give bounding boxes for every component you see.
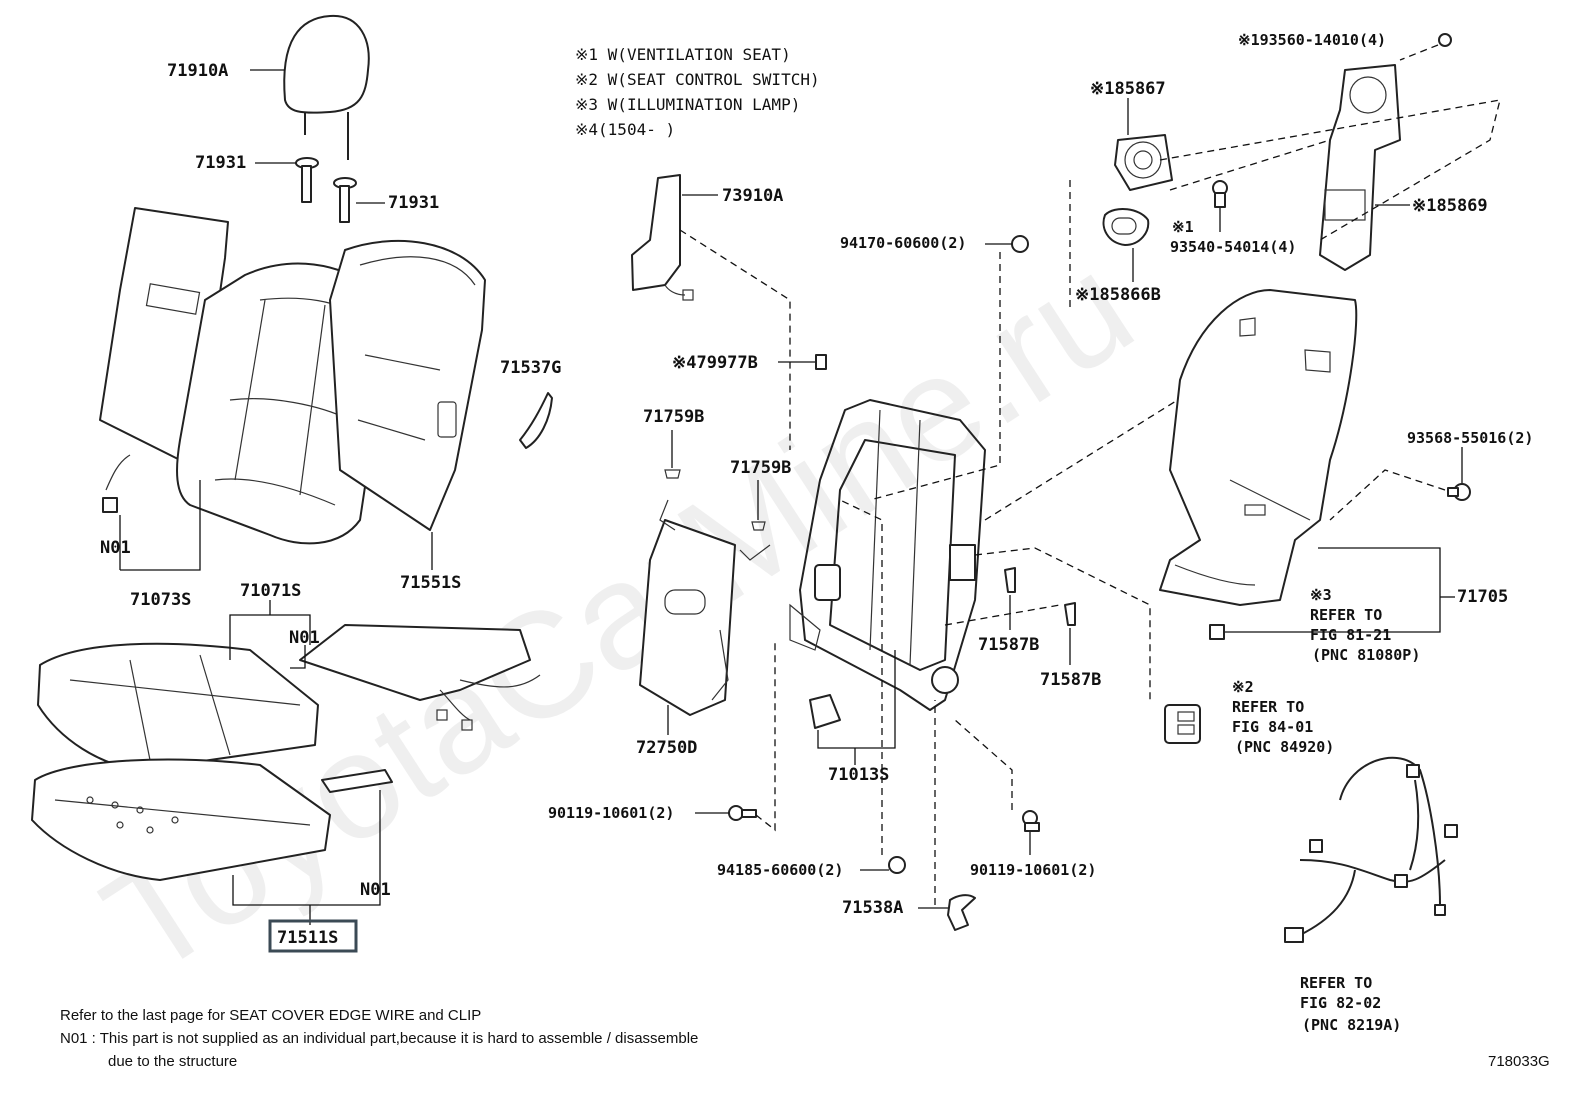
gasket-185866B: [1102, 208, 1150, 246]
ref2-line3: (PNC 84920): [1235, 738, 1334, 756]
label-71537G: 71537G: [500, 358, 561, 378]
ref3-line2: FIG 81-21: [1310, 626, 1391, 644]
lumbar-support-72750D: [639, 499, 771, 716]
seatback-board-71705: [1159, 289, 1358, 606]
label-71538A: 71538A: [842, 898, 903, 918]
label-N01-a: N01: [100, 538, 131, 558]
label-71511S[interactable]: 71511S: [277, 928, 338, 948]
footer-line-1: Refer to the last page for SEAT COVER ED…: [60, 1007, 481, 1024]
label-71910A: 71910A: [167, 61, 228, 81]
clip-71537G: [519, 392, 553, 449]
headrest: [283, 14, 370, 160]
label-90119-10601-a: 90119-10601(2): [548, 804, 674, 822]
ref2-mark: ※2: [1232, 678, 1254, 696]
headrest-support-1: [295, 157, 319, 203]
label-90119-10601-b: 90119-10601(2): [970, 861, 1096, 879]
label-71759B-a: 71759B: [643, 407, 704, 427]
label-71931-a: 71931: [195, 153, 246, 173]
label-185867: ※185867: [1090, 79, 1166, 99]
ref-line3: (PNC 8219A): [1302, 1016, 1401, 1034]
label-185866B: ※185866B: [1075, 285, 1161, 305]
lamp-71705: [1209, 624, 1225, 640]
screw-93540: [1212, 180, 1228, 208]
label-71587B-b: 71587B: [1040, 670, 1101, 690]
headrest-support-2: [333, 177, 357, 223]
label-185869: ※185869: [1412, 196, 1488, 216]
clip-71538A: [947, 894, 976, 931]
note-2: ※2 W(SEAT CONTROL SWITCH): [575, 70, 820, 89]
ref-line1: REFER TO: [1300, 974, 1372, 992]
seat-cushion-pad-71511S: [31, 758, 331, 881]
label-93540-54014: 93540-54014(4): [1170, 238, 1296, 256]
label-94170-60600: 94170-60600(2): [840, 234, 966, 252]
ref2-line1: REFER TO: [1232, 698, 1304, 716]
seatback-cover-71551S: [329, 239, 486, 531]
ref3-line3: (PNC 81080P): [1312, 646, 1420, 664]
seat-control-switch: [1164, 704, 1201, 744]
label-71931-b: 71931: [388, 193, 439, 213]
clip-71587B-a: [1004, 567, 1016, 593]
label-73910A: 73910A: [722, 186, 783, 206]
label-71587B-a: 71587B: [978, 635, 1039, 655]
nut-94185: [888, 856, 906, 874]
label-N01-c: N01: [360, 880, 391, 900]
note-3: ※3 W(ILLUMINATION LAMP): [575, 95, 800, 114]
clip-479977B: [815, 354, 827, 370]
label-71013S: 71013S: [828, 765, 889, 785]
nut-94170: [1011, 235, 1029, 253]
bracket-73910A: [631, 174, 694, 301]
clip-71759B-b: [751, 521, 766, 531]
label-94185-60600: 94185-60600(2): [717, 861, 843, 879]
ref3-mark: ※3: [1310, 586, 1332, 604]
label-71551S: 71551S: [400, 573, 461, 593]
cushion-bracket: [321, 769, 393, 793]
label-71759B-b: 71759B: [730, 458, 791, 478]
seat-cushion-heater-pad: [299, 624, 541, 731]
footer-line-2: N01 : This part is not supplied as an in…: [60, 1030, 698, 1047]
label-N01-b: N01: [289, 628, 320, 648]
label-71073S: 71073S: [130, 590, 191, 610]
seatback-frame-71013S: [789, 399, 986, 711]
note-4: ※4(1504- ): [575, 120, 675, 139]
label-193560-14010: ※193560-14010(4): [1238, 31, 1386, 49]
seat-cushion-cover-71071S: [37, 642, 319, 771]
bolt-90119-a: [728, 805, 757, 821]
label-93568-55016: 93568-55016(2): [1407, 429, 1533, 447]
label-71705: 71705: [1457, 587, 1508, 607]
screw-93568: [1447, 483, 1471, 501]
note-1: ※1 W(VENTILATION SEAT): [575, 45, 791, 64]
screw-193560: [1438, 33, 1452, 47]
duct-185869: [1319, 64, 1401, 271]
notes-block: ※1 W(VENTILATION SEAT) ※2 W(SEAT CONTROL…: [575, 45, 820, 139]
footer-line-3: due to the structure: [108, 1053, 237, 1070]
label-72750D: 72750D: [636, 738, 697, 758]
ref3-line1: REFER TO: [1310, 606, 1382, 624]
ref-line2: FIG 82-02: [1300, 994, 1381, 1012]
label-71071S: 71071S: [240, 581, 301, 601]
frame-hook: [809, 694, 841, 729]
clip-71587B-b: [1064, 602, 1076, 626]
fan-185867: [1114, 134, 1173, 191]
figure-code: 718033G: [1488, 1053, 1550, 1070]
clip-71759B-a: [664, 469, 681, 479]
label-93540-mark: ※1: [1172, 218, 1194, 236]
wire-harness: [1284, 756, 1458, 943]
highlight-box-71511S: [268, 919, 358, 953]
ref2-line2: FIG 84-01: [1232, 718, 1313, 736]
label-479977B: ※479977B: [672, 353, 758, 373]
bolt-90119-b: [1022, 810, 1040, 832]
